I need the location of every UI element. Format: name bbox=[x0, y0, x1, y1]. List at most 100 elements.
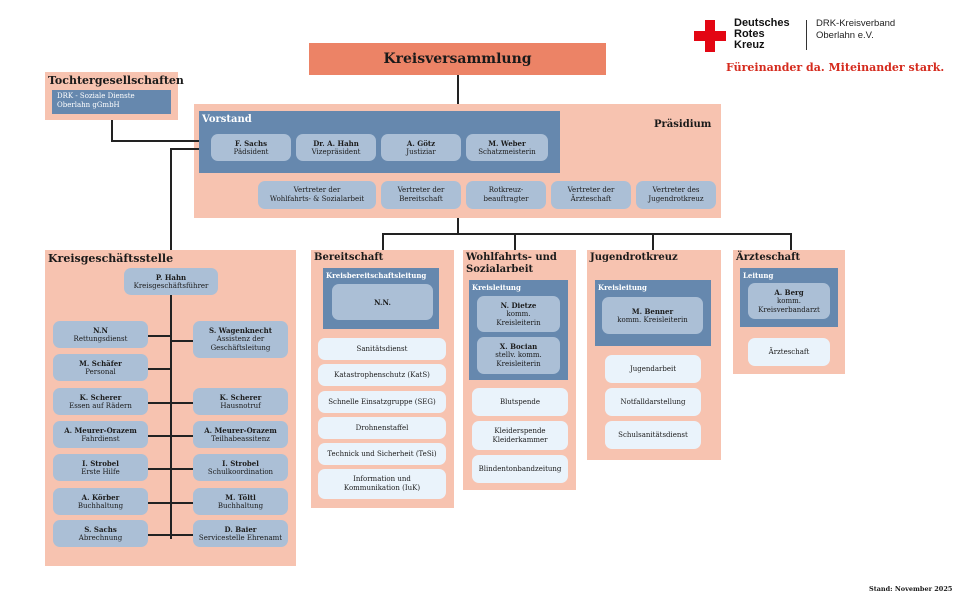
vorstand-panel: Vorstand F. Sachs Pädsident Dr. A. Hahn … bbox=[199, 111, 560, 173]
leitung-card: X. Bocian stellv. komm. Kreisleiterin bbox=[477, 337, 560, 374]
person-name: M. Schäfer bbox=[79, 358, 122, 368]
person-name: N.N bbox=[93, 325, 108, 335]
person-name: S. Sachs bbox=[84, 524, 117, 534]
aerzteschaft-section: Ärzteschaft Leitung A. Berg komm. Kreisv… bbox=[733, 250, 845, 374]
service-card: Notfalldarstellung bbox=[605, 388, 701, 416]
tochtergesellschaften-section: Tochtergesellschaften DRK - Soziale Dien… bbox=[45, 72, 184, 120]
wohlfahrt-title: Wohlfahrts- und Sozialarbeit bbox=[466, 252, 557, 276]
person-name: K. Scherer bbox=[79, 392, 122, 402]
connector-line bbox=[170, 295, 172, 539]
connector-line bbox=[171, 502, 193, 504]
vertreter-line-1: Vertreter der bbox=[567, 186, 615, 194]
service-label: Jugendarbeit bbox=[629, 364, 677, 373]
service-card: Information und Kommunikation (IuK) bbox=[318, 469, 446, 499]
vertreter-line-2: Ärzteschaft bbox=[570, 195, 612, 203]
person-role: Rettungsdienst bbox=[73, 334, 128, 343]
person-name: N. Dietze bbox=[500, 300, 537, 310]
person-role: komm. Kreisleiterin bbox=[617, 315, 688, 324]
person-role: Personal bbox=[85, 367, 116, 376]
service-card: Jugendarbeit bbox=[605, 355, 701, 383]
person-name: A. Körber bbox=[81, 492, 120, 502]
connector-line bbox=[171, 402, 193, 404]
leitung-card: A. Berg komm. Kreisverbandarzt bbox=[748, 283, 830, 319]
connector-line bbox=[790, 233, 792, 250]
connector-line bbox=[652, 233, 654, 250]
leitung-card: N. Dietze komm. Kreisleiterin bbox=[477, 296, 560, 332]
person-role: Kreisverbandarzt bbox=[758, 305, 820, 314]
person-role: Buchhaltung bbox=[217, 501, 264, 510]
connector-line bbox=[170, 148, 199, 150]
member-name: A. Götz bbox=[406, 138, 436, 148]
service-label: Ärzteschaft bbox=[768, 347, 810, 356]
leitung-panel: Leitung A. Berg komm. Kreisverbandarzt bbox=[740, 268, 838, 327]
person-role: Assistenz der bbox=[216, 335, 265, 343]
panel-title: Leitung bbox=[743, 271, 774, 280]
service-card: Katastrophenschutz (KatS) bbox=[318, 364, 446, 386]
leitung-card: N.N. bbox=[332, 284, 433, 320]
connector-line bbox=[148, 335, 170, 337]
stand-date: Stand: November 2025 bbox=[869, 585, 953, 593]
connector-line bbox=[171, 534, 193, 536]
service-card: Kleiderspende Kleiderkammer bbox=[472, 421, 568, 450]
service-label: Katastrophenschutz (KatS) bbox=[334, 370, 430, 379]
person-name: M. Benner bbox=[631, 306, 674, 316]
panel-title: Kreisleitung bbox=[598, 283, 647, 292]
connector-line bbox=[148, 368, 170, 370]
person-name: M. Töltl bbox=[225, 492, 256, 502]
vorstand-member: M. Weber Schatzmeisterin bbox=[466, 134, 548, 161]
panel-title: Kreisbereitschaftsleitung bbox=[326, 271, 427, 280]
org-name: DRK-Kreisverband Oberlahn e.V. bbox=[816, 18, 895, 42]
service-card: Schulsanitätsdienst bbox=[605, 421, 701, 449]
person-role: komm. bbox=[506, 309, 531, 318]
person-role: Schulkoordination bbox=[207, 467, 274, 476]
kreisversammlung-box: Kreisversammlung bbox=[309, 43, 606, 75]
title-line-1: Wohlfahrts- und bbox=[466, 252, 557, 263]
kreisgeschaeftsstelle-title: Kreisgeschäftsstelle bbox=[48, 252, 174, 265]
member-role: Vizepräsident bbox=[311, 147, 361, 156]
vertreter-line-1: Vertreter des bbox=[652, 186, 700, 194]
vorstand-title: Vorstand bbox=[202, 114, 252, 125]
kreisleitung-panel: Kreisleitung N. Dietze komm. Kreisleiter… bbox=[469, 280, 568, 380]
person-name: A. Meurer-Orazem bbox=[64, 425, 137, 435]
person-name: A. Berg bbox=[774, 287, 804, 297]
kreisleitung-panel: Kreisleitung M. Benner komm. Kreisleiter… bbox=[595, 280, 711, 346]
person-name: X. Bocian bbox=[499, 342, 538, 351]
person-role: Buchhaltung bbox=[77, 501, 124, 510]
vertreter-line-2: Bereitschaft bbox=[399, 195, 443, 203]
connector-line bbox=[148, 402, 170, 404]
connector-line bbox=[382, 233, 791, 235]
service-label-line-2: Kommunikation (IuK) bbox=[343, 484, 421, 492]
person-name: I. Strobel bbox=[82, 458, 119, 468]
brand-line-3: Kreuz bbox=[734, 39, 765, 51]
vertreter-line-1: Rotkreuz- bbox=[488, 186, 524, 194]
vertreter-card: Rotkreuz- beauftragter bbox=[466, 181, 546, 209]
brand-line-2: Rotes bbox=[734, 28, 765, 40]
subsidiary-line-1: DRK - Soziale Dienste bbox=[57, 92, 135, 100]
connector-line bbox=[148, 502, 170, 504]
person-role: Teilhabeassitenz bbox=[211, 434, 270, 443]
jugendrotkreuz-section: Jugendrotkreuz Kreisleitung M. Benner ko… bbox=[587, 250, 721, 460]
service-label: Schulsanitätsdienst bbox=[618, 430, 688, 439]
person-role: Kreisleiterin bbox=[496, 360, 541, 368]
wohlfahrt-section: Wohlfahrts- und Sozialarbeit Kreisleitun… bbox=[463, 250, 576, 490]
vertreter-card: Vertreter des Jugendrotkreuz bbox=[636, 181, 716, 209]
praesidium-title: Präsidium bbox=[654, 119, 712, 130]
service-label: Notfalldarstellung bbox=[620, 397, 686, 406]
person-name: D. Baier bbox=[224, 524, 257, 534]
vorstand-member: F. Sachs Pädsident bbox=[211, 134, 291, 161]
connector-line bbox=[148, 534, 170, 536]
connector-line bbox=[111, 120, 113, 141]
person-role: Servicestelle Ehrenamt bbox=[198, 533, 283, 542]
person-role: stellv. komm. bbox=[495, 351, 542, 359]
connector-line bbox=[382, 233, 384, 250]
person-name: A. Meurer-Orazem bbox=[204, 425, 277, 435]
service-card: Schnelle Einsatzgruppe (SEG) bbox=[318, 391, 446, 413]
person-role: Essen auf Rädern bbox=[69, 401, 132, 410]
